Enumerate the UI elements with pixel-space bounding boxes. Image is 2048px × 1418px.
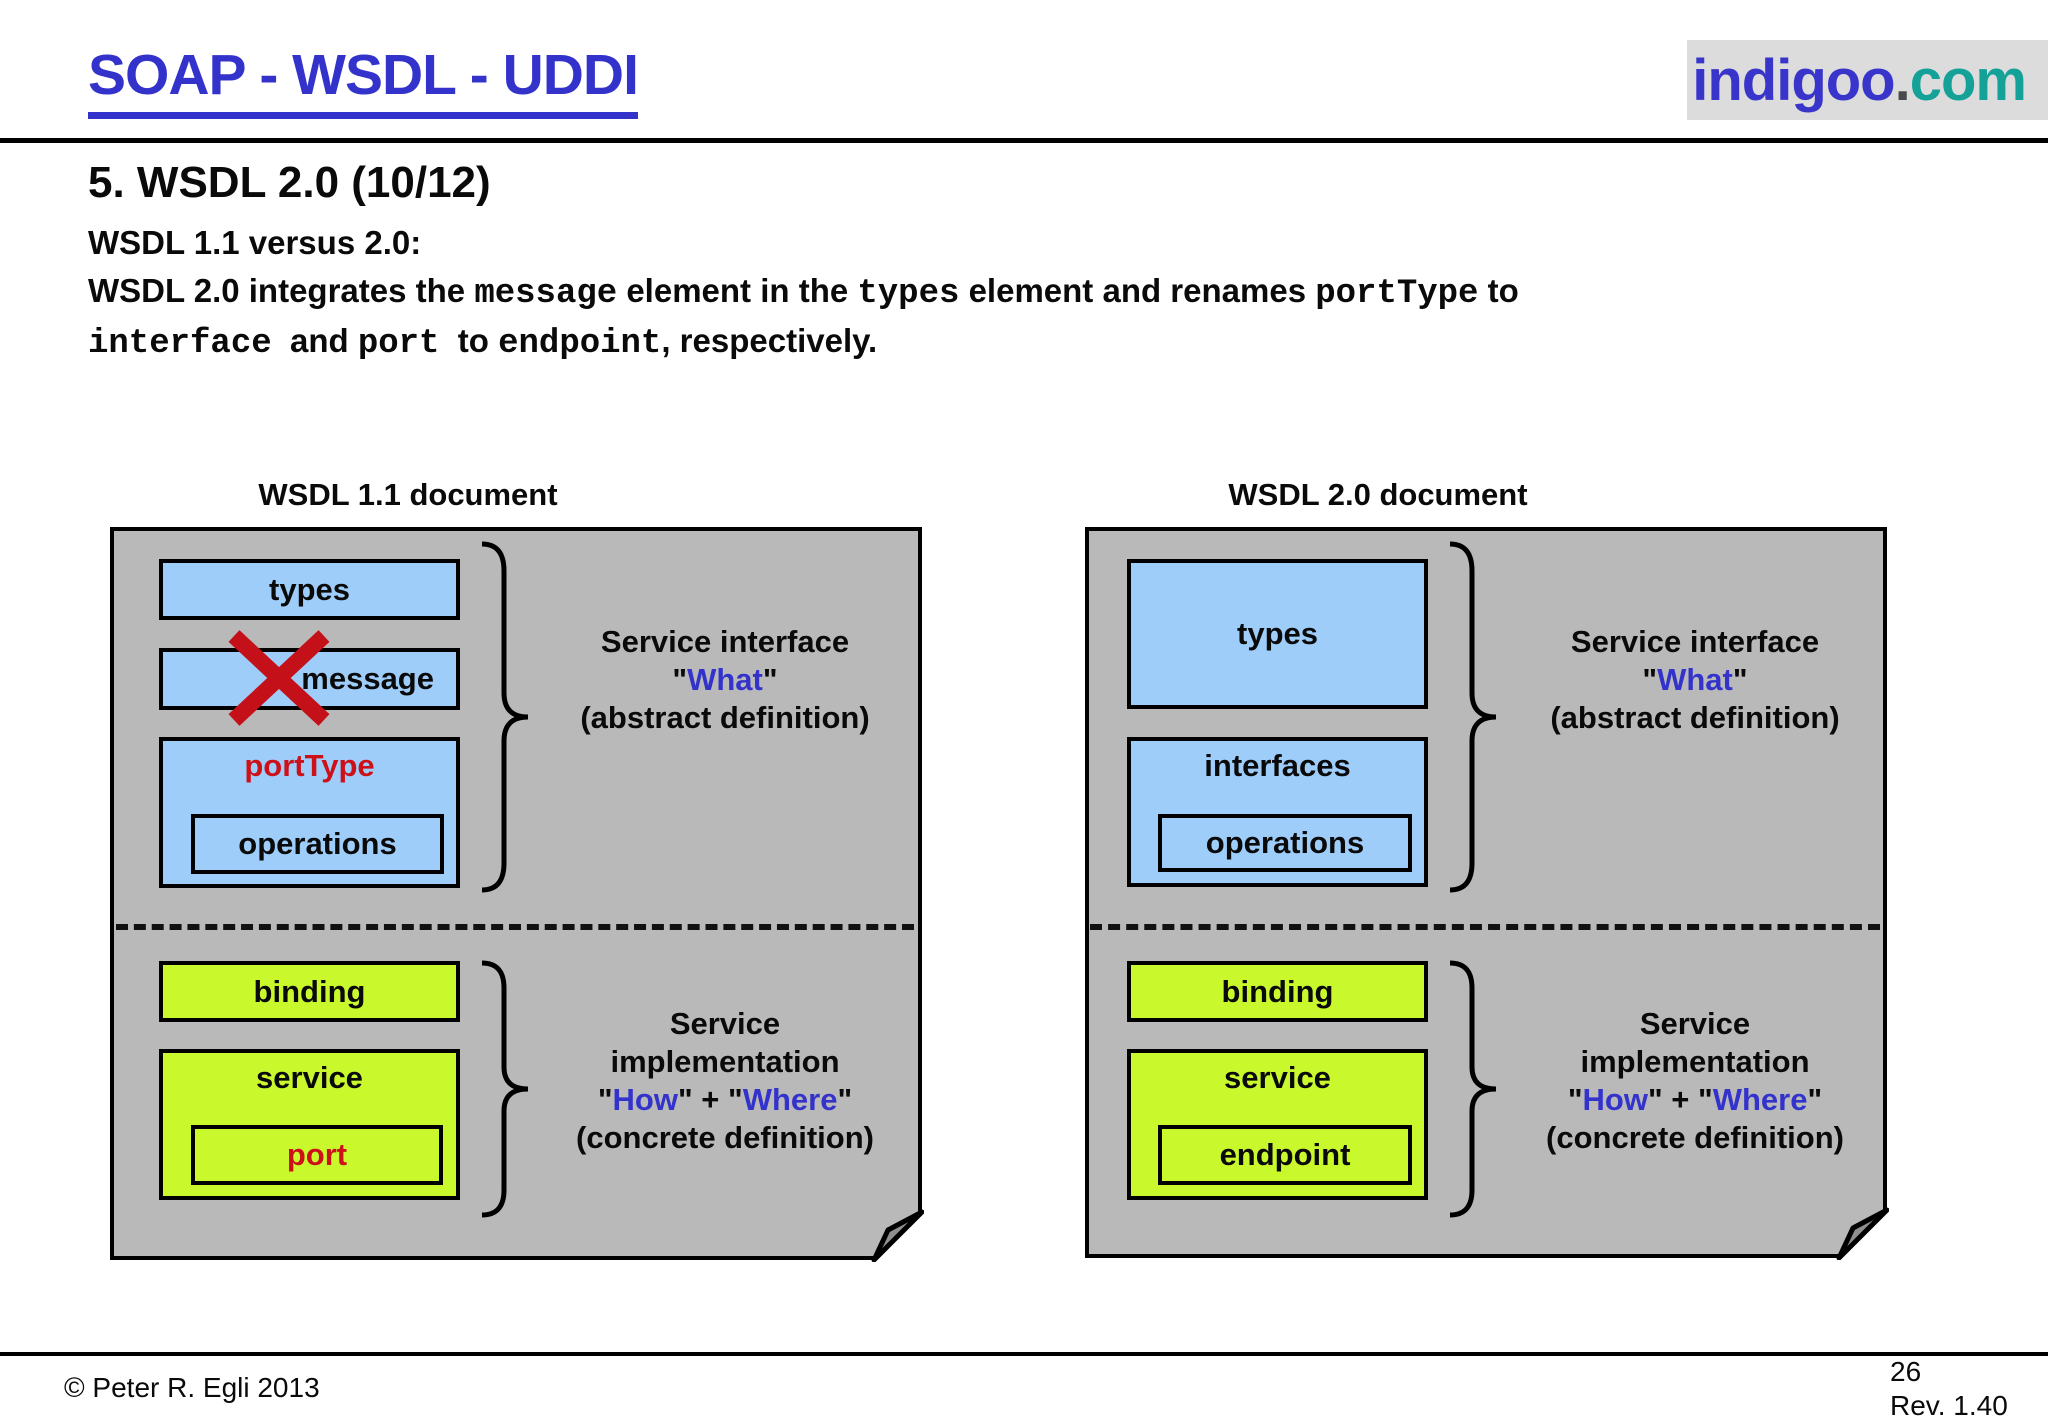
subtitle: WSDL 1.1 versus 2.0: [88,224,422,261]
wsdl20-operations-box: operations [1158,814,1412,872]
abstract-concrete-divider [116,924,914,930]
wsdl20-document-title: WSDL 2.0 document [1228,477,1528,512]
code-word-interface: interface [88,325,272,363]
red-x-icon [228,630,330,726]
annotation-line: "What" [672,662,778,697]
endpoint-label: endpoint [1219,1137,1351,1172]
header-divider [0,138,2048,143]
annotation-line: "How" + "Where" [1567,1082,1823,1117]
brace-left-implementation [481,960,529,1218]
wsdl11-port-box: port [191,1125,443,1185]
left-service-implementation-annotation: Service implementation "How" + "Where" (… [520,1005,930,1157]
code-word-endpoint: endpoint [498,325,662,363]
types-label: types [1237,616,1318,651]
annotation-line: (concrete definition) [1546,1120,1844,1155]
right-service-implementation-annotation: Service implementation "How" + "Where" (… [1490,1005,1900,1157]
annotation-line: implementation [1580,1044,1810,1079]
annotation-line: Service interface [1570,624,1820,659]
annotation-line: "What" [1642,662,1748,697]
annotation-line: Service [1639,1006,1751,1041]
paragraph-text: element and renames [959,272,1316,309]
folded-corner [871,1209,924,1262]
paragraph-text: , respectively. [661,322,878,359]
logo-text-com: com [1909,47,2027,113]
wsdl11-types-box: types [159,559,460,620]
revision-label: Rev. 1.40 [1890,1390,2008,1418]
paragraph-line-1: WSDL 2.0 integrates the message element … [88,272,1519,313]
code-word-types: types [857,275,960,313]
left-service-interface-annotation: Service interface "What" (abstract defin… [520,623,930,737]
wsdl20-types-box: types [1127,559,1428,709]
wsdl11-binding-box: binding [159,961,460,1022]
wsdl20-endpoint-box: endpoint [1158,1125,1412,1185]
interfaces-label: interfaces [1204,748,1351,783]
annotation-line: implementation [610,1044,840,1079]
paragraph-text: and [271,322,358,359]
footer-divider [0,1352,2048,1356]
code-word-porttype: portType [1315,275,1479,313]
annotation-line: Service interface [600,624,850,659]
annotation-line: (abstract definition) [580,700,870,735]
code-word-message: message [474,275,618,313]
service-label: service [256,1060,363,1095]
wsdl11-document-title: WSDL 1.1 document [258,477,558,512]
port-label: port [286,1137,348,1172]
logo-text-indigoo: indigoo [1692,47,1895,113]
paragraph-text: WSDL 2.0 integrates the [88,272,475,309]
right-service-interface-annotation: Service interface "What" (abstract defin… [1490,623,1900,737]
slide-title-link[interactable]: SOAP - WSDL - UDDI [88,42,639,119]
types-label: types [269,571,350,607]
code-word-port: port [357,325,440,363]
paragraph-line-2: interface and port to endpoint, respecti… [88,322,877,363]
porttype-label: portType [244,748,375,783]
abstract-concrete-divider [1090,924,1880,930]
wsdl11-operations-box: operations [191,814,444,874]
binding-label: binding [1221,973,1334,1009]
operations-label: operations [1205,825,1365,860]
brace-right-implementation [1449,960,1497,1218]
brace-right-interface [1449,541,1497,893]
brace-left-interface [481,541,529,893]
wsdl20-binding-box: binding [1127,961,1428,1022]
operations-label: operations [238,826,397,861]
copyright-text: © Peter R. Egli 2013 [64,1372,320,1403]
message-label: message [301,661,434,696]
annotation-line: Service [669,1006,781,1041]
annotation-line: "How" + "Where" [597,1082,853,1117]
annotation-line: (abstract definition) [1550,700,1840,735]
logo-text-dot: . [1894,47,1911,113]
section-title: 5. WSDL 2.0 (10/12) [88,158,491,207]
binding-label: binding [253,973,366,1009]
page-number: 26 [1890,1356,1922,1387]
paragraph-text: element in the [617,272,858,309]
paragraph-text: to [1478,272,1519,309]
paragraph-text: to [439,322,499,359]
folded-corner [1836,1207,1889,1260]
service-label: service [1224,1060,1331,1095]
annotation-line: (concrete definition) [576,1120,874,1155]
indigoo-logo: indigoo.com [1687,40,2048,120]
